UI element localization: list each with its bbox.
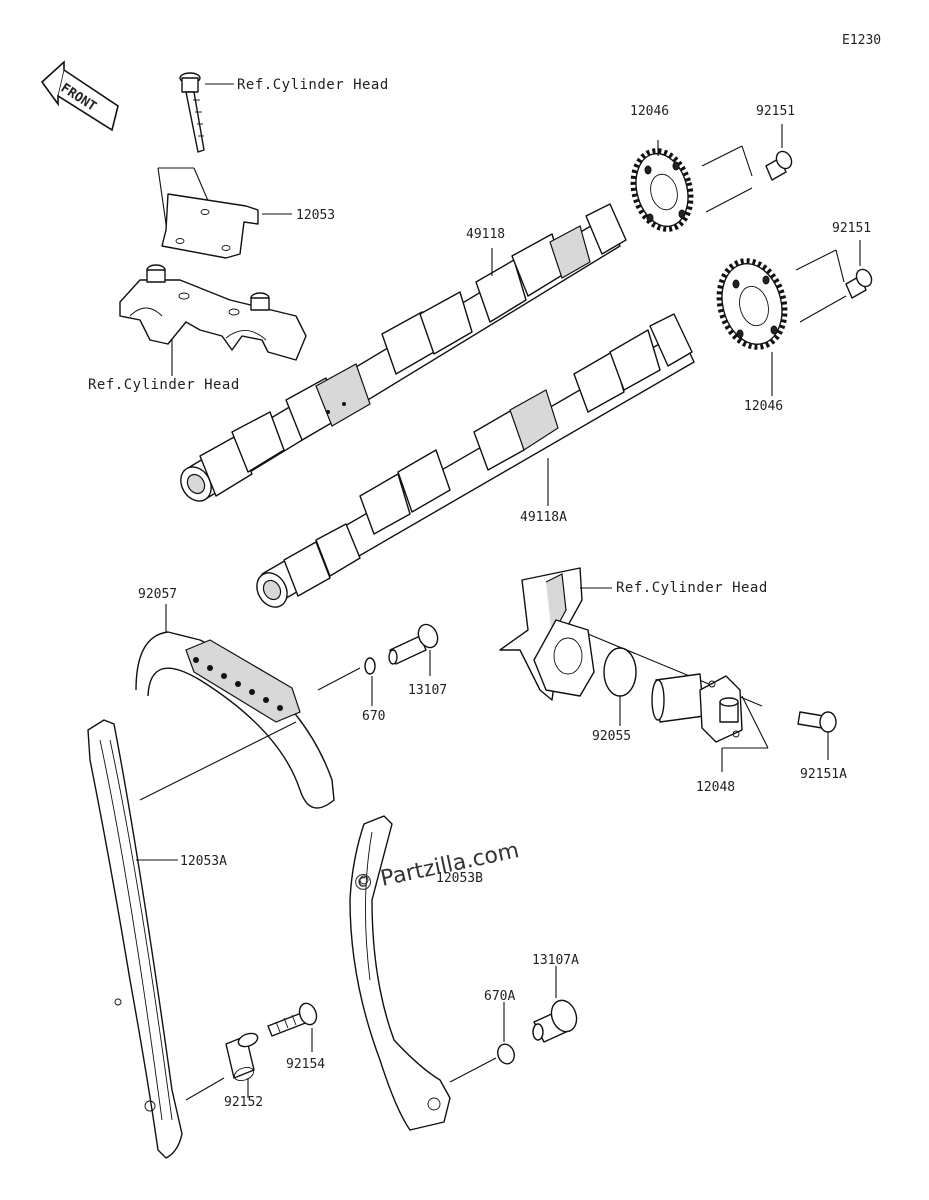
chain-guide-12053A [87, 719, 183, 1159]
front-arrow-icon: FRONT [40, 60, 119, 132]
part-92151A: 92151A [800, 767, 847, 782]
part-12046-lower: 12046 [744, 399, 783, 414]
bolt-13107A [532, 999, 578, 1043]
ref-cylinder-head-tensioner: Ref.Cylinder Head [616, 580, 768, 596]
bolt-92151-mid [845, 268, 873, 299]
camshaft-upper [180, 203, 627, 502]
part-12046-upper: 12046 [630, 104, 669, 119]
chain-guide-12053B [349, 815, 451, 1131]
bolt-92154 [267, 1002, 318, 1037]
part-670: 670 [362, 709, 385, 724]
part-92057: 92057 [138, 587, 177, 602]
tensioner-12048 [651, 673, 743, 743]
camshaft-lower [256, 313, 695, 608]
ref-cylinder-head-holder: Ref.Cylinder Head [88, 377, 240, 393]
part-13107A: 13107A [532, 953, 579, 968]
part-670A: 670A [484, 989, 515, 1004]
o-ring-670 [364, 657, 376, 675]
cam-holder-plate [161, 193, 259, 259]
bolt-92151A [797, 711, 837, 733]
bolt-92151-upper [765, 150, 793, 181]
holder-bolt [179, 72, 205, 153]
part-13107: 13107 [408, 683, 447, 698]
part-92151-upper: 92151 [756, 104, 795, 119]
part-12048: 12048 [696, 780, 735, 795]
ref-cylinder-head-bolt: Ref.Cylinder Head [237, 77, 389, 93]
collar-92152 [225, 1032, 259, 1082]
part-49118: 49118 [466, 227, 505, 242]
part-12053: 12053 [296, 208, 335, 223]
cylinder-head-ref-tensioner [499, 567, 595, 701]
part-92055: 92055 [592, 729, 631, 744]
o-ring-670A [497, 1043, 515, 1065]
sprocket-upper [630, 148, 694, 232]
part-92154: 92154 [286, 1057, 325, 1072]
gasket-92055 [603, 647, 637, 697]
part-49118A: 49118A [520, 510, 567, 525]
cam-holder-ref [119, 264, 307, 361]
bolt-13107 [388, 623, 439, 665]
part-12053B: 12053B [436, 871, 483, 886]
part-92151-mid: 92151 [832, 221, 871, 236]
part-92152: 92152 [224, 1095, 263, 1110]
part-12053A: 12053A [180, 854, 227, 869]
diagram-code: E1230 [842, 33, 881, 48]
cam-chain [135, 631, 335, 809]
sprocket-lower [716, 258, 788, 350]
